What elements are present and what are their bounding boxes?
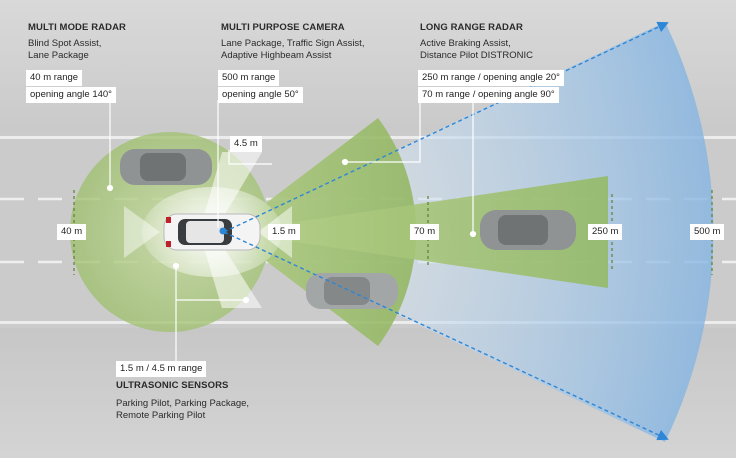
ultrasonic-range: 1.5 m / 4.5 m range — [116, 361, 207, 377]
multi-mode-radar-desc-2: Lane Package — [28, 50, 89, 61]
camera-desc-2: Adaptive Highbeam Assist — [221, 50, 332, 61]
ultrasonic-title: ULTRASONIC SENSORS — [116, 380, 229, 391]
ego-car — [163, 213, 261, 251]
leader-lines — [106, 100, 477, 364]
distance-label-40m: 40 m — [57, 224, 87, 240]
distance-label-250m: 250 m — [588, 224, 623, 240]
distance-label-4-5m: 4.5 m — [230, 136, 262, 152]
camera-title: MULTI PURPOSE CAMERA — [221, 22, 345, 33]
multi-mode-radar-range: 40 m range — [26, 70, 83, 86]
long-range-radar-spec-70: 70 m range / opening angle 90° — [418, 87, 559, 103]
multi-mode-radar-desc-1: Blind Spot Assist, — [28, 38, 102, 49]
ultrasonic-desc-1: Parking Pilot, Parking Package, — [116, 398, 250, 409]
camera-arrow-upper — [223, 21, 669, 233]
camera-range: 500 m range — [218, 70, 280, 86]
multi-mode-radar-title: MULTI MODE RADAR — [28, 22, 126, 33]
long-range-radar-title: LONG RANGE RADAR — [420, 22, 523, 33]
car-top-left — [120, 149, 212, 185]
multi-mode-radar-angle: opening angle 140° — [26, 87, 116, 103]
long-range-radar-spec-250: 250 m range / opening angle 20° — [418, 70, 564, 86]
distance-label-500m: 500 m — [690, 224, 725, 240]
camera-desc-1: Lane Package, Traffic Sign Assist, — [221, 38, 365, 49]
long-range-radar-desc-1: Active Braking Assist, — [420, 38, 511, 49]
ultrasonic-desc-2: Remote Parking Pilot — [116, 410, 206, 421]
long-range-radar-desc-2: Distance Pilot DISTRONIC — [420, 50, 533, 61]
distance-label-1-5m: 1.5 m — [268, 224, 300, 240]
camera-angle: opening angle 50° — [218, 87, 303, 103]
car-right — [480, 210, 576, 250]
car-bottom — [306, 273, 398, 309]
distance-label-70m: 70 m — [410, 224, 440, 240]
